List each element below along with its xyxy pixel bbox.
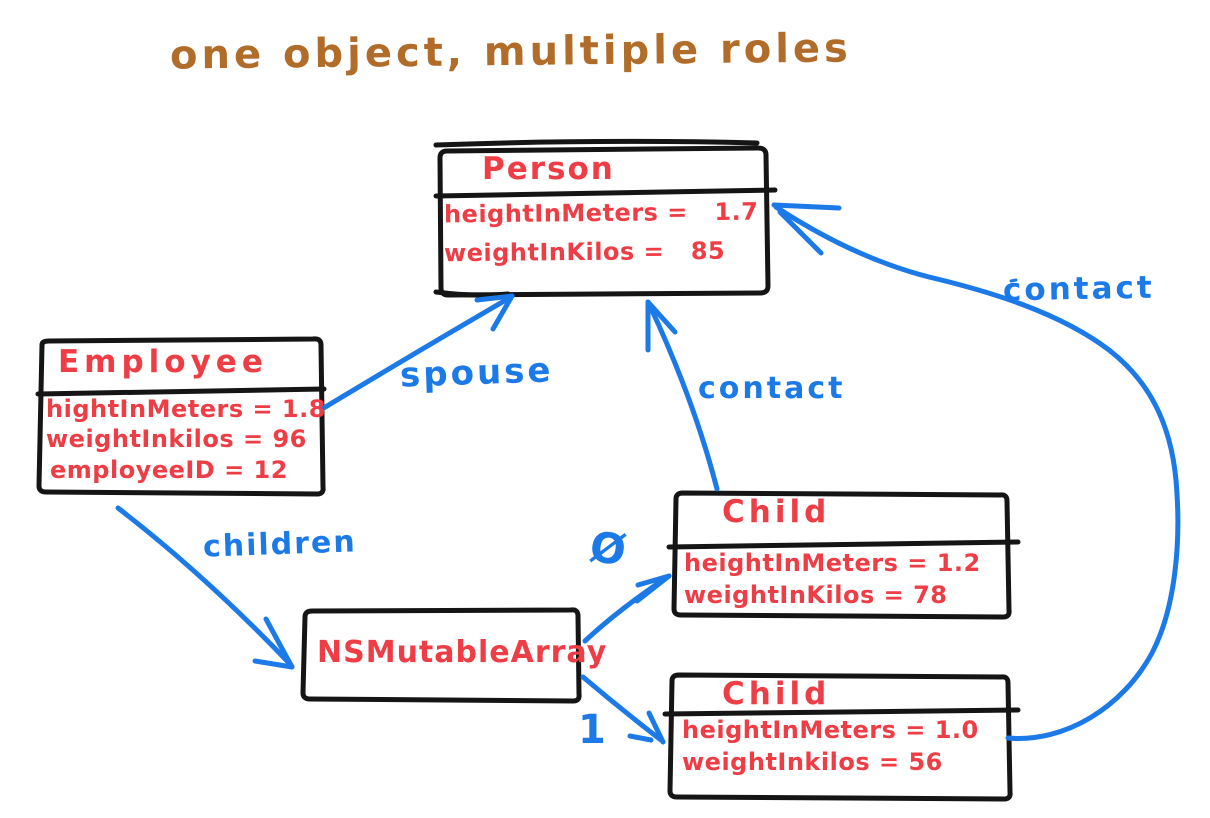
employee-attribute: hightInMeters = 1.8	[46, 395, 326, 423]
array-box-title: NSMutableArray	[317, 635, 608, 670]
contact-arrow-child1-to-person	[645, 299, 720, 492]
employee-box-outline	[35, 336, 327, 497]
child2-attribute: weightInkilos = 56	[682, 748, 943, 776]
index0-arrow	[582, 573, 672, 644]
spouse-arrow	[319, 293, 515, 412]
employee-attribute: employeeID = 12	[50, 456, 288, 484]
employee-box-title: Employee	[58, 344, 268, 380]
children-arrow	[115, 505, 295, 670]
index1-arrow	[580, 674, 666, 745]
child2-box-title: Child	[722, 676, 831, 712]
person-box-title: Person	[482, 151, 615, 187]
child1-attribute: heightInMeters = 1.2	[684, 549, 981, 577]
contact-mid-edge-label: contact	[698, 371, 846, 406]
child1-box-outline	[666, 490, 1021, 620]
child1-attribute: weightInKilos = 78	[684, 581, 948, 609]
employee-attribute: weightInkilos = 96	[46, 425, 307, 453]
index1-edge-label: 1	[578, 707, 606, 753]
child1-box-title: Child	[722, 494, 831, 530]
person-attribute: heightInMeters = 1.7	[443, 197, 759, 229]
person-box-outline	[433, 138, 778, 298]
child2-box-outline	[662, 672, 1021, 802]
spouse-edge-label: spouse	[399, 350, 555, 396]
children-edge-label: children	[202, 524, 358, 565]
contact-long-edge-label: contact	[1002, 269, 1155, 309]
diagram-title: one object, multiple roles	[169, 25, 853, 79]
contact-arrow-child2-to-person	[771, 202, 1181, 741]
index0-edge-label: Ø	[586, 521, 630, 576]
person-attribute: weightInKilos = 85	[443, 236, 726, 268]
child2-attribute: heightInMeters = 1.0	[682, 716, 979, 744]
array-box-outline	[300, 607, 582, 704]
